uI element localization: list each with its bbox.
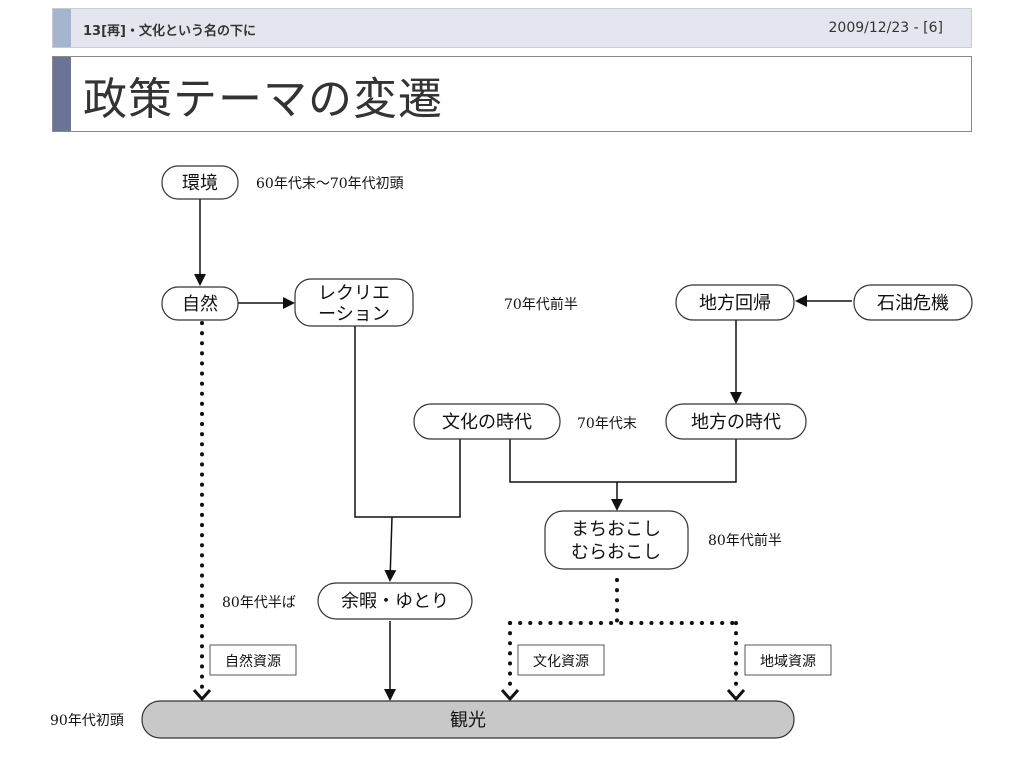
node-machiokoshi: まちおこし むらおこし — [544, 510, 689, 570]
svg-text:ーション: ーション — [318, 304, 390, 325]
header-date: 2009/12/23 - [6] — [828, 20, 943, 36]
svg-text:自然: 自然 — [182, 294, 218, 315]
svg-text:地方回帰: 地方回帰 — [699, 293, 771, 314]
header-bar: 13[再]・文化という名の下に 2009/12/23 - [6] — [52, 8, 972, 48]
svg-text:むらおこし: むらおこし — [571, 542, 661, 563]
resource-bunka: 文化資源 — [517, 644, 605, 676]
header-accent — [53, 9, 71, 47]
svg-text:石油危機: 石油危機 — [877, 293, 949, 314]
line-recreation-bunka — [354, 326, 461, 518]
header-title: 13[再]・文化という名の下に — [83, 24, 256, 39]
resource-shizen: 自然資源 — [209, 644, 297, 676]
note-70s-early: 70年代前半 — [504, 296, 578, 313]
svg-text:自然資源: 自然資源 — [225, 653, 281, 670]
title-accent — [53, 57, 71, 131]
arrow-to-yoka — [384, 516, 397, 582]
node-chihou-jidai: 地方の時代 — [665, 403, 807, 440]
node-chihou-kaiki: 地方回帰 — [675, 284, 795, 321]
svg-text:文化資源: 文化資源 — [533, 654, 589, 670]
slide-title: 政策テーマの変遷 — [83, 74, 443, 125]
node-yoka-yutori: 余暇・ゆとり — [317, 582, 473, 620]
chevron-shizen-kanko — [192, 689, 212, 702]
note-80s-early: 80年代前半 — [708, 532, 782, 549]
svg-text:地方の時代: 地方の時代 — [691, 412, 781, 433]
node-bunka-jidai: 文化の時代 — [413, 403, 561, 440]
svg-text:環境: 環境 — [182, 173, 218, 194]
node-recreation: レクリエ ーション — [294, 278, 414, 327]
node-kanko: 観光 — [141, 700, 795, 739]
note-90s-early: 90年代初頭 — [50, 712, 124, 729]
note-60s-70s: 60年代末～70年代初頭 — [256, 175, 404, 192]
svg-text:文化の時代: 文化の時代 — [442, 412, 532, 433]
line-bunka-chihou — [509, 439, 737, 483]
note-80s-mid: 80年代半ば — [222, 595, 296, 611]
svg-text:余暇・ゆとり: 余暇・ゆとり — [341, 591, 449, 612]
node-sekiyu-kiki: 石油危機 — [853, 284, 973, 321]
svg-text:観光: 観光 — [450, 710, 486, 731]
svg-text:まちおこし: まちおこし — [571, 519, 661, 540]
node-shizen: 自然 — [161, 286, 239, 321]
title-box: 政策テーマの変遷 — [52, 56, 972, 132]
svg-text:地域資源: 地域資源 — [760, 654, 816, 670]
resource-chiiki: 地域資源 — [744, 644, 832, 676]
note-70s-late: 70年代末 — [577, 416, 637, 432]
chevron-bunka-kanko — [500, 689, 520, 702]
node-kankyo: 環境 — [161, 165, 239, 200]
chevron-chiiki-kanko — [726, 689, 746, 702]
svg-text:レクリエ: レクリエ — [318, 283, 390, 304]
